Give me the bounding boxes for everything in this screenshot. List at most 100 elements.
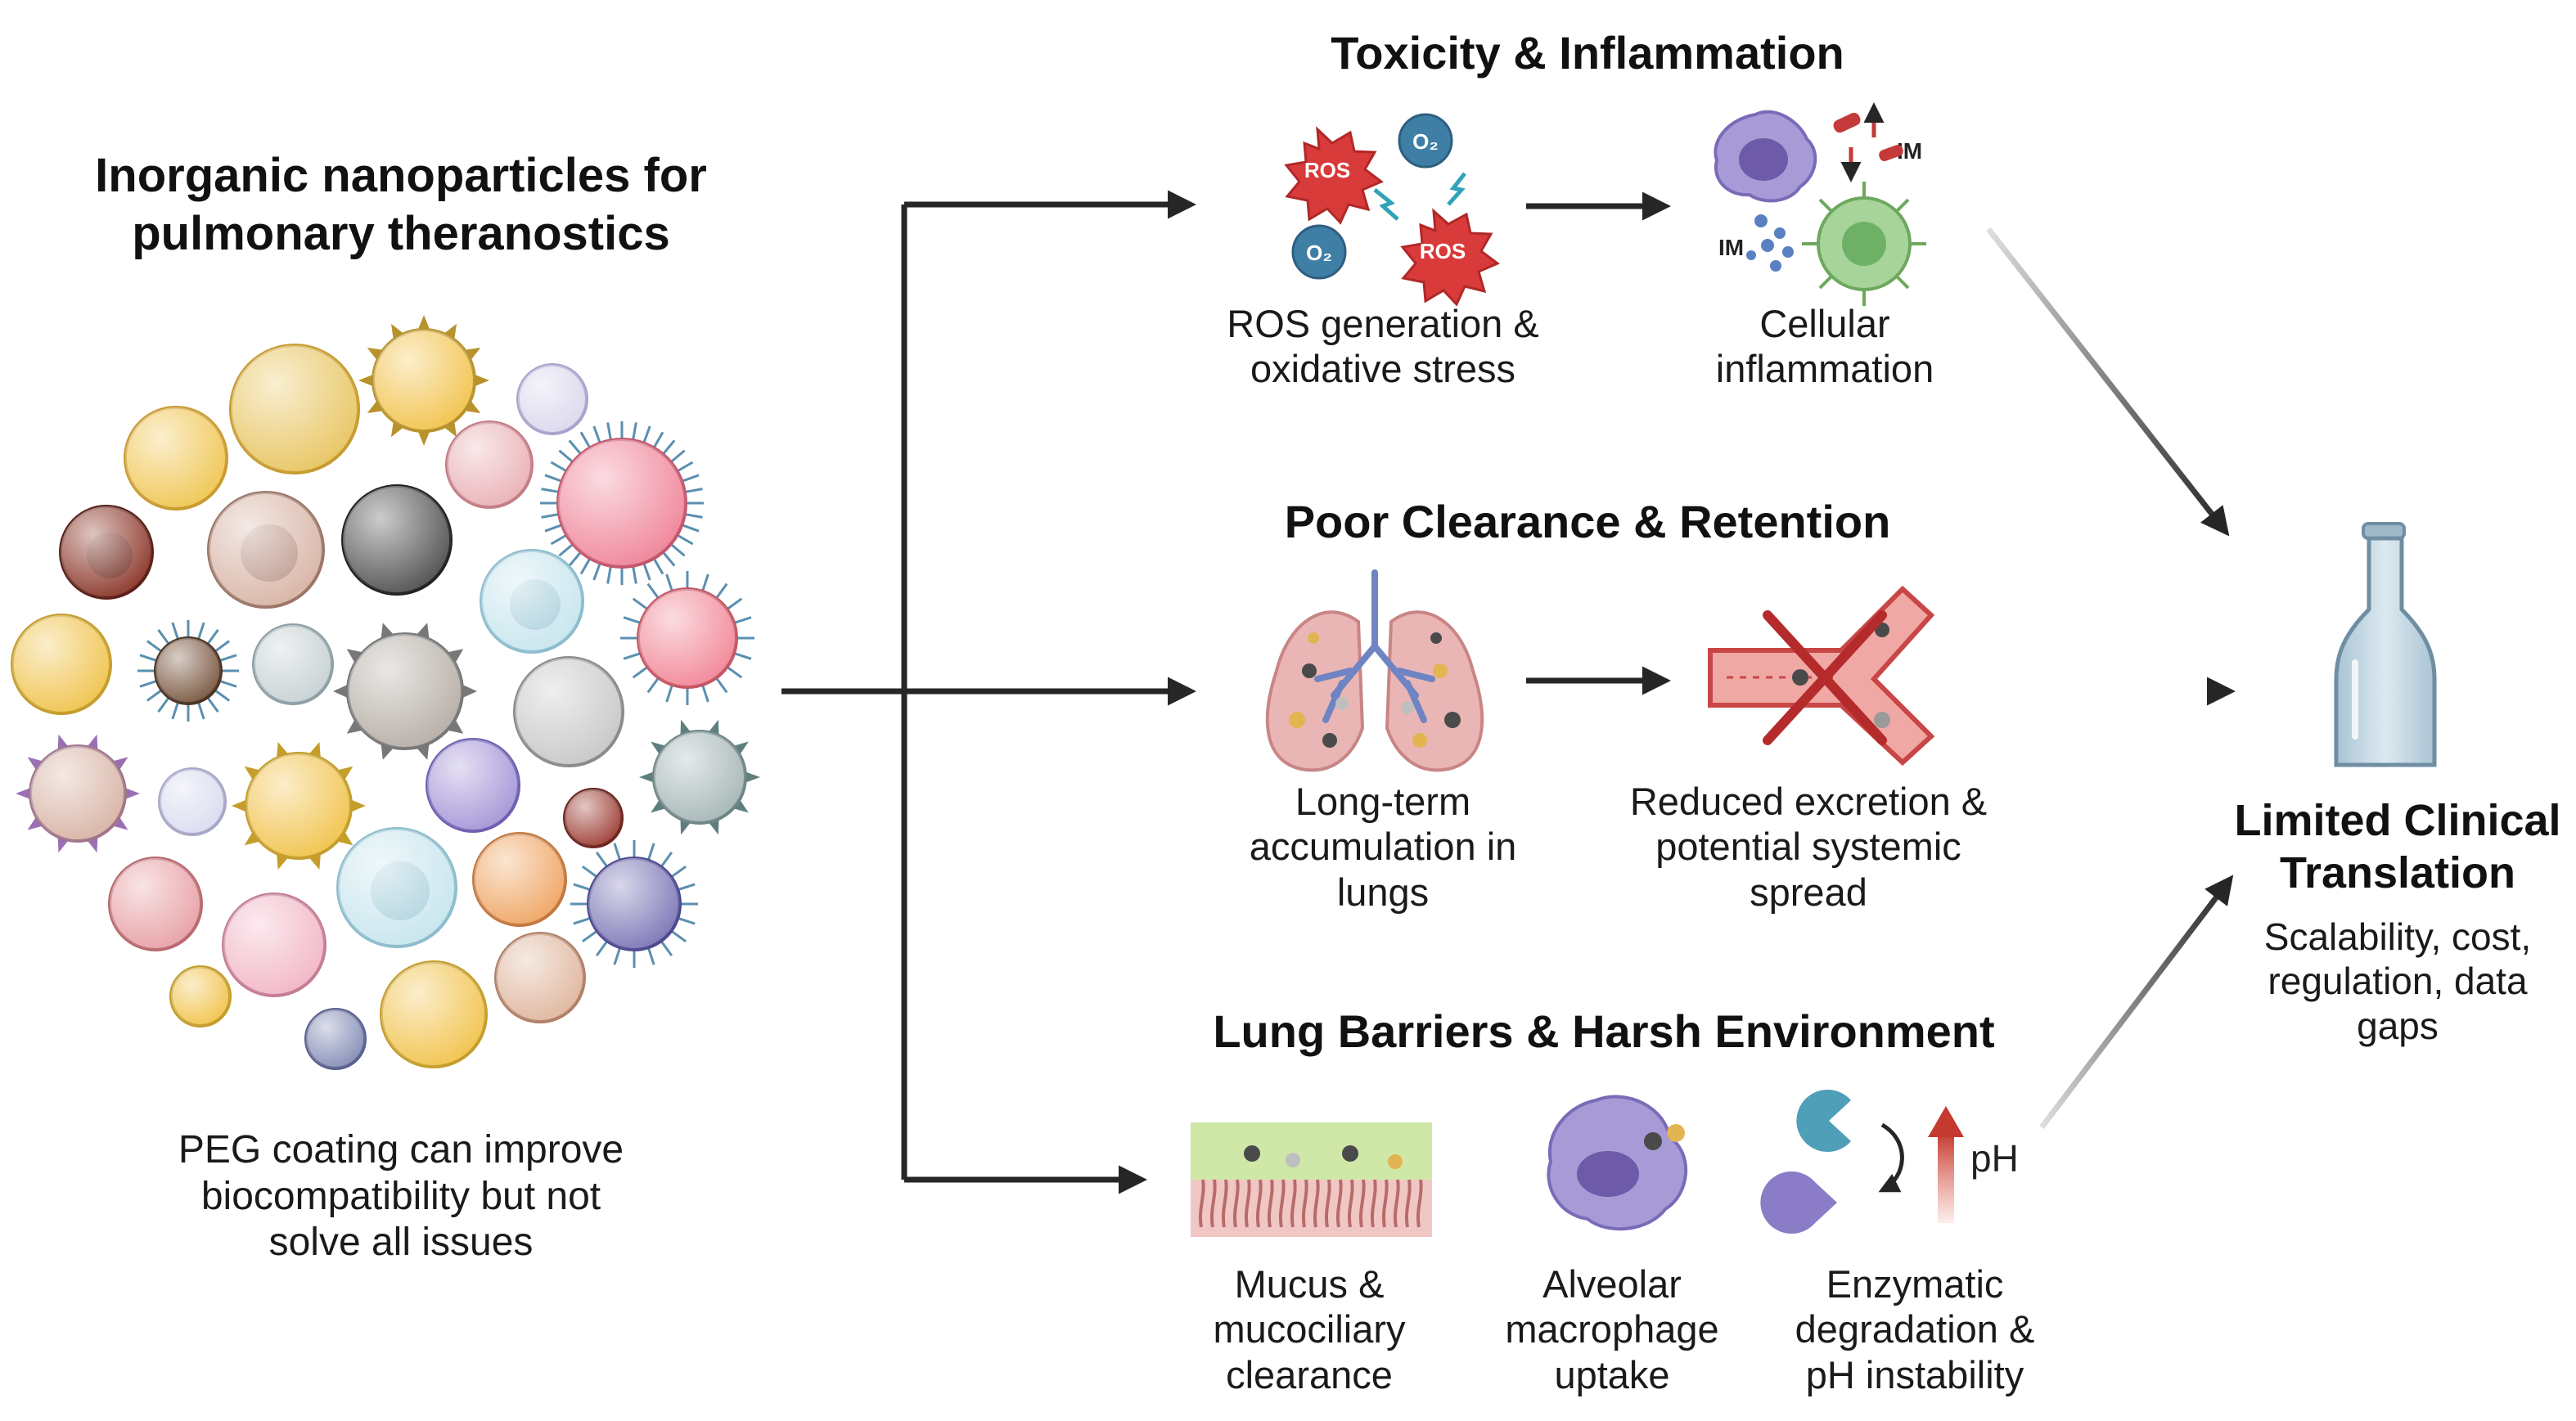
peg-chain bbox=[632, 666, 649, 679]
particle-sheen bbox=[209, 492, 323, 607]
nanoparticle bbox=[16, 734, 140, 853]
mucus-caption: Mucus & mucociliary clearance bbox=[1146, 1261, 1473, 1397]
nanoparticle bbox=[380, 960, 488, 1068]
particle-spike bbox=[367, 348, 384, 361]
arrow-barriers-to-outcome bbox=[2039, 875, 2234, 1130]
trapped-particles bbox=[1289, 632, 1461, 748]
mucus-particle bbox=[1286, 1153, 1300, 1167]
peg-chain bbox=[665, 573, 673, 592]
peg-chain bbox=[196, 701, 205, 720]
particle-spike bbox=[391, 323, 404, 340]
particle-sheen bbox=[12, 615, 110, 713]
nanoparticle bbox=[341, 484, 453, 596]
particle-spike bbox=[27, 757, 43, 771]
peg-chain bbox=[661, 439, 676, 456]
peg-chain bbox=[652, 431, 664, 449]
particle-sheen bbox=[427, 740, 519, 831]
curved-arrow-icon bbox=[1878, 1122, 1904, 1193]
peg-chain bbox=[681, 524, 700, 533]
nanoparticle bbox=[158, 767, 227, 836]
vessel-caption-line-3: spread bbox=[1750, 870, 1867, 914]
peg-chain bbox=[171, 701, 180, 720]
peg-chain bbox=[582, 929, 598, 943]
particle-sheen bbox=[558, 439, 686, 567]
peg-chain bbox=[701, 573, 709, 592]
peg-chain bbox=[660, 940, 673, 956]
peg-chain bbox=[681, 474, 700, 483]
peg-chain bbox=[196, 622, 205, 641]
particle-sheen bbox=[306, 1010, 365, 1068]
peg-chain bbox=[669, 542, 686, 557]
arrow-toxicity-to-outcome bbox=[1986, 227, 2230, 537]
peg-chain bbox=[573, 916, 592, 925]
cilium bbox=[1245, 1179, 1251, 1228]
particle-sheen bbox=[160, 769, 225, 834]
nanoparticle bbox=[11, 614, 112, 715]
particle-sheen bbox=[223, 894, 325, 996]
peg-chain bbox=[218, 679, 237, 688]
particle-spike bbox=[474, 374, 489, 387]
barriers-title: Lung Barriers & Harsh Environment bbox=[1213, 1005, 1995, 1057]
peg-chain bbox=[660, 852, 673, 868]
peg-chain bbox=[677, 916, 696, 925]
particle-sheen bbox=[474, 834, 565, 925]
ph-rise-arrow-icon bbox=[1938, 1133, 1954, 1223]
nanoparticle bbox=[336, 827, 457, 948]
peg-chain bbox=[726, 597, 743, 610]
peg-chain bbox=[733, 616, 752, 624]
vessel-particle bbox=[1874, 712, 1890, 728]
particle-spike bbox=[444, 420, 457, 438]
peg-chain bbox=[726, 666, 743, 679]
peg-chain bbox=[544, 524, 563, 533]
cilium bbox=[1233, 1179, 1240, 1228]
particle-spike bbox=[651, 741, 666, 755]
inflammation-caption-line-2: inflammation bbox=[1715, 347, 1934, 391]
enzyme-icon bbox=[1796, 1090, 1851, 1152]
outcome-caption: Scalability, cost, regulation, data gaps bbox=[2193, 915, 2576, 1048]
cilium bbox=[1313, 1179, 1320, 1228]
peg-chain bbox=[670, 865, 687, 879]
cellular-inflammation-icon: IM IM bbox=[1714, 102, 1926, 306]
left-title: Inorganic nanoparticles for pulmonary th… bbox=[49, 147, 753, 263]
peg-chain bbox=[592, 562, 601, 581]
nanoparticle bbox=[232, 742, 366, 870]
cilium bbox=[1290, 1179, 1297, 1228]
peg-chain bbox=[214, 640, 231, 653]
particle-spike bbox=[16, 788, 31, 799]
cilium bbox=[1405, 1179, 1412, 1228]
peg-chain bbox=[541, 488, 560, 493]
particle-spike bbox=[346, 719, 363, 734]
particle-spike bbox=[333, 684, 349, 699]
cilium bbox=[1416, 1179, 1423, 1228]
peg-chain bbox=[632, 422, 637, 441]
peg-chain bbox=[669, 449, 686, 464]
cilium bbox=[1394, 1179, 1400, 1228]
particle-spike bbox=[244, 766, 261, 780]
enzyme-caption: Enzymatic degradation & pH instability bbox=[1751, 1261, 2078, 1397]
vessel-caption-line-2: potential systemic bbox=[1655, 825, 1961, 869]
o2-label-1: O₂ bbox=[1412, 129, 1439, 154]
enzyme-icon bbox=[1760, 1171, 1837, 1234]
nanoparticle bbox=[480, 549, 584, 654]
peg-caption: PEG coating can improve biocompatibility… bbox=[90, 1127, 712, 1266]
particle-spike bbox=[350, 799, 366, 812]
particle-sheen bbox=[518, 365, 587, 434]
particle-sheen bbox=[348, 634, 462, 749]
ros-oxidative-stress-icon: ROS ROS O₂ O₂ bbox=[1284, 113, 1500, 307]
mucus-caption-line-2: mucociliary bbox=[1213, 1307, 1406, 1351]
ros-burst-icon bbox=[1400, 208, 1500, 307]
outcome-caption-line-1: Scalability, cost, bbox=[2263, 915, 2532, 958]
clearance-title: Poor Clearance & Retention bbox=[1284, 496, 1891, 547]
particle-sheen bbox=[155, 638, 221, 704]
peg-chain bbox=[558, 449, 574, 464]
particle-sheen bbox=[231, 345, 358, 473]
particle-spike bbox=[358, 374, 374, 387]
particle-spike bbox=[112, 816, 128, 830]
nanoparticle bbox=[304, 1008, 367, 1070]
peg-caption-line-3: solve all issues bbox=[268, 1221, 534, 1265]
peg-chain bbox=[623, 616, 642, 624]
peg-chain bbox=[684, 513, 703, 519]
peg-caption-line-1: PEG coating can improve bbox=[178, 1128, 624, 1171]
nanoparticle bbox=[229, 344, 360, 474]
particle-sheen bbox=[246, 753, 351, 858]
